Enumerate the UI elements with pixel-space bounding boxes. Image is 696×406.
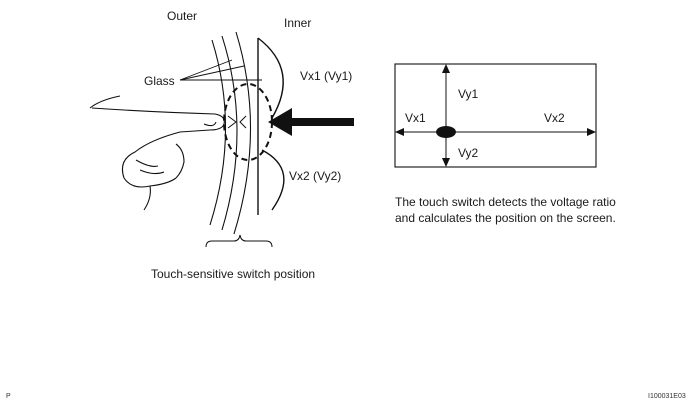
contact-point-marks (227, 115, 247, 129)
position-caption: Touch-sensitive switch position (151, 267, 315, 281)
vx1-vy1-label: Vx1 (Vy1) (300, 69, 352, 83)
vx1-label: Vx1 (405, 111, 426, 125)
glass-label: Glass (144, 74, 175, 88)
outer-label: Outer (167, 9, 197, 23)
vy1-label: Vy1 (458, 87, 479, 101)
glass-layers (209, 31, 252, 235)
description-line-2: and calculates the position on the scree… (395, 211, 616, 225)
inner-panel (257, 37, 285, 215)
pressure-arrow (268, 108, 354, 136)
figure-code: I100031E03 (648, 393, 686, 400)
vx2-label: Vx2 (544, 111, 565, 125)
vy2-arrow (442, 134, 450, 167)
vx2-arrow (456, 128, 596, 136)
description-line-1: The touch switch detects the voltage rat… (395, 195, 616, 209)
page-mark: P (6, 393, 11, 400)
hand-illustration (89, 95, 225, 211)
vy1-arrow (442, 64, 450, 130)
position-brace (205, 234, 273, 248)
vy2-label: Vy2 (458, 146, 479, 160)
vx1-arrow (395, 128, 436, 136)
screen-rectangle (394, 63, 597, 168)
glass-pointer-lines (179, 59, 262, 81)
touch-area-dashed-ellipse (223, 83, 273, 161)
inner-label: Inner (284, 16, 311, 30)
vx2-vy2-label: Vx2 (Vy2) (289, 169, 341, 183)
touch-point (436, 126, 456, 138)
